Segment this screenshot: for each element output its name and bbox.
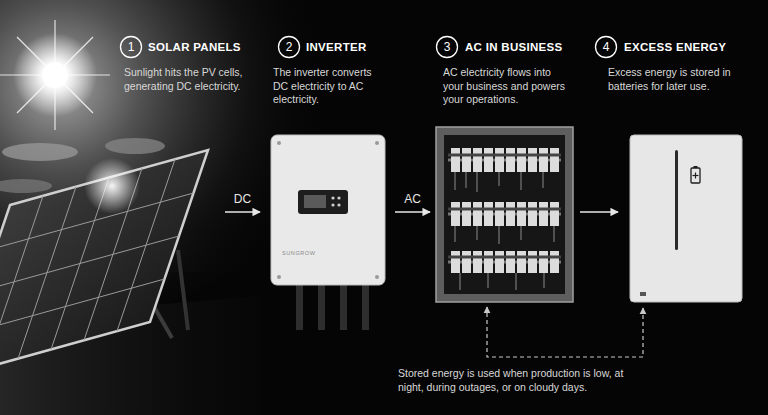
- brand-logo: SUNGROW: [282, 250, 316, 257]
- solar-panel: [0, 150, 208, 377]
- battery-led-strip: [675, 150, 678, 250]
- breaker-switches: [448, 208, 561, 211]
- cable: [296, 283, 303, 330]
- indicator-light: [331, 203, 334, 206]
- battery-body: [630, 135, 742, 302]
- sun-glare: [84, 158, 140, 214]
- step-heading: INVERTER: [306, 40, 367, 54]
- plus-symbol: [695, 173, 696, 179]
- flow-arrow: [580, 211, 618, 212]
- breaker-row: [450, 202, 560, 226]
- breaker-switches: [448, 154, 561, 157]
- electrical-panel-illustration: [436, 127, 573, 302]
- step-description: AC electricity flows into your business …: [443, 66, 571, 107]
- cloud: [105, 138, 165, 154]
- cable: [340, 283, 347, 330]
- inverter-illustration: [271, 135, 385, 330]
- step-description: Excess energy is stored in batteries for…: [608, 66, 732, 93]
- panel-interior: [444, 135, 565, 294]
- screw: [277, 275, 281, 279]
- step-heading: AC IN BUSINESS: [465, 40, 563, 54]
- sun-rays: [0, 20, 110, 130]
- inverter-body: [271, 135, 385, 285]
- indicator-light: [337, 196, 340, 199]
- wire: [455, 226, 554, 244]
- distribution-panel-node: AC IN BUSINESSAC electricity flows into …: [430, 122, 580, 307]
- inverter-node: INVERTERThe inverter converts DC electri…: [260, 130, 395, 330]
- callout-number: 1: [119, 39, 143, 55]
- battery-button: [640, 292, 646, 296]
- wire: [455, 172, 543, 192]
- display-screen: [304, 195, 326, 208]
- indicator-light: [337, 203, 340, 206]
- cable: [318, 283, 325, 330]
- flow-arrow: [395, 211, 430, 212]
- screw: [277, 141, 281, 145]
- battery-illustration: [630, 135, 742, 302]
- step-circles: [121, 37, 617, 58]
- step-description: Sunlight hits the PV cells, generating D…: [124, 66, 259, 93]
- battery-icon-terminal: [694, 166, 698, 168]
- breaker-row: [450, 148, 560, 172]
- cable: [362, 283, 369, 330]
- screw: [375, 275, 379, 279]
- callout-number: 2: [277, 39, 301, 55]
- callout-number: 4: [594, 39, 618, 55]
- solar-panel-node: SOLAR PANELSSunlight hits the PV cells, …: [0, 130, 225, 330]
- indicator-light: [331, 196, 334, 199]
- screw: [375, 141, 379, 145]
- cloud: [0, 179, 52, 193]
- wire: [460, 273, 544, 290]
- sun-glow: [13, 33, 97, 117]
- sun: [42, 62, 68, 88]
- breaker-switches: [448, 256, 561, 259]
- edge-note: Stored energy is used when production is…: [398, 366, 640, 394]
- panel-enclosure: [436, 127, 573, 302]
- battery-icon: [691, 168, 700, 183]
- panel-stand: [178, 250, 188, 330]
- panel-wiring: [455, 172, 554, 290]
- current-label: DC: [213, 192, 273, 206]
- grid-line: [0, 279, 165, 334]
- display-panel: [298, 190, 348, 214]
- flow-arrow: [225, 211, 260, 212]
- step-heading: EXCESS ENERGY: [624, 40, 726, 54]
- breaker-row: [450, 251, 560, 273]
- cloud: [2, 143, 78, 161]
- grid-line: [0, 196, 43, 368]
- step-heading: SOLAR PANELS: [148, 40, 241, 54]
- callout-number: 3: [435, 39, 459, 55]
- current-label: AC: [383, 192, 443, 206]
- step-description: The inverter converts DC electricity to …: [273, 66, 379, 107]
- storage-return-arrow: [487, 307, 643, 357]
- battery-node: EXCESS ENERGYExcess energy is stored in …: [618, 130, 750, 308]
